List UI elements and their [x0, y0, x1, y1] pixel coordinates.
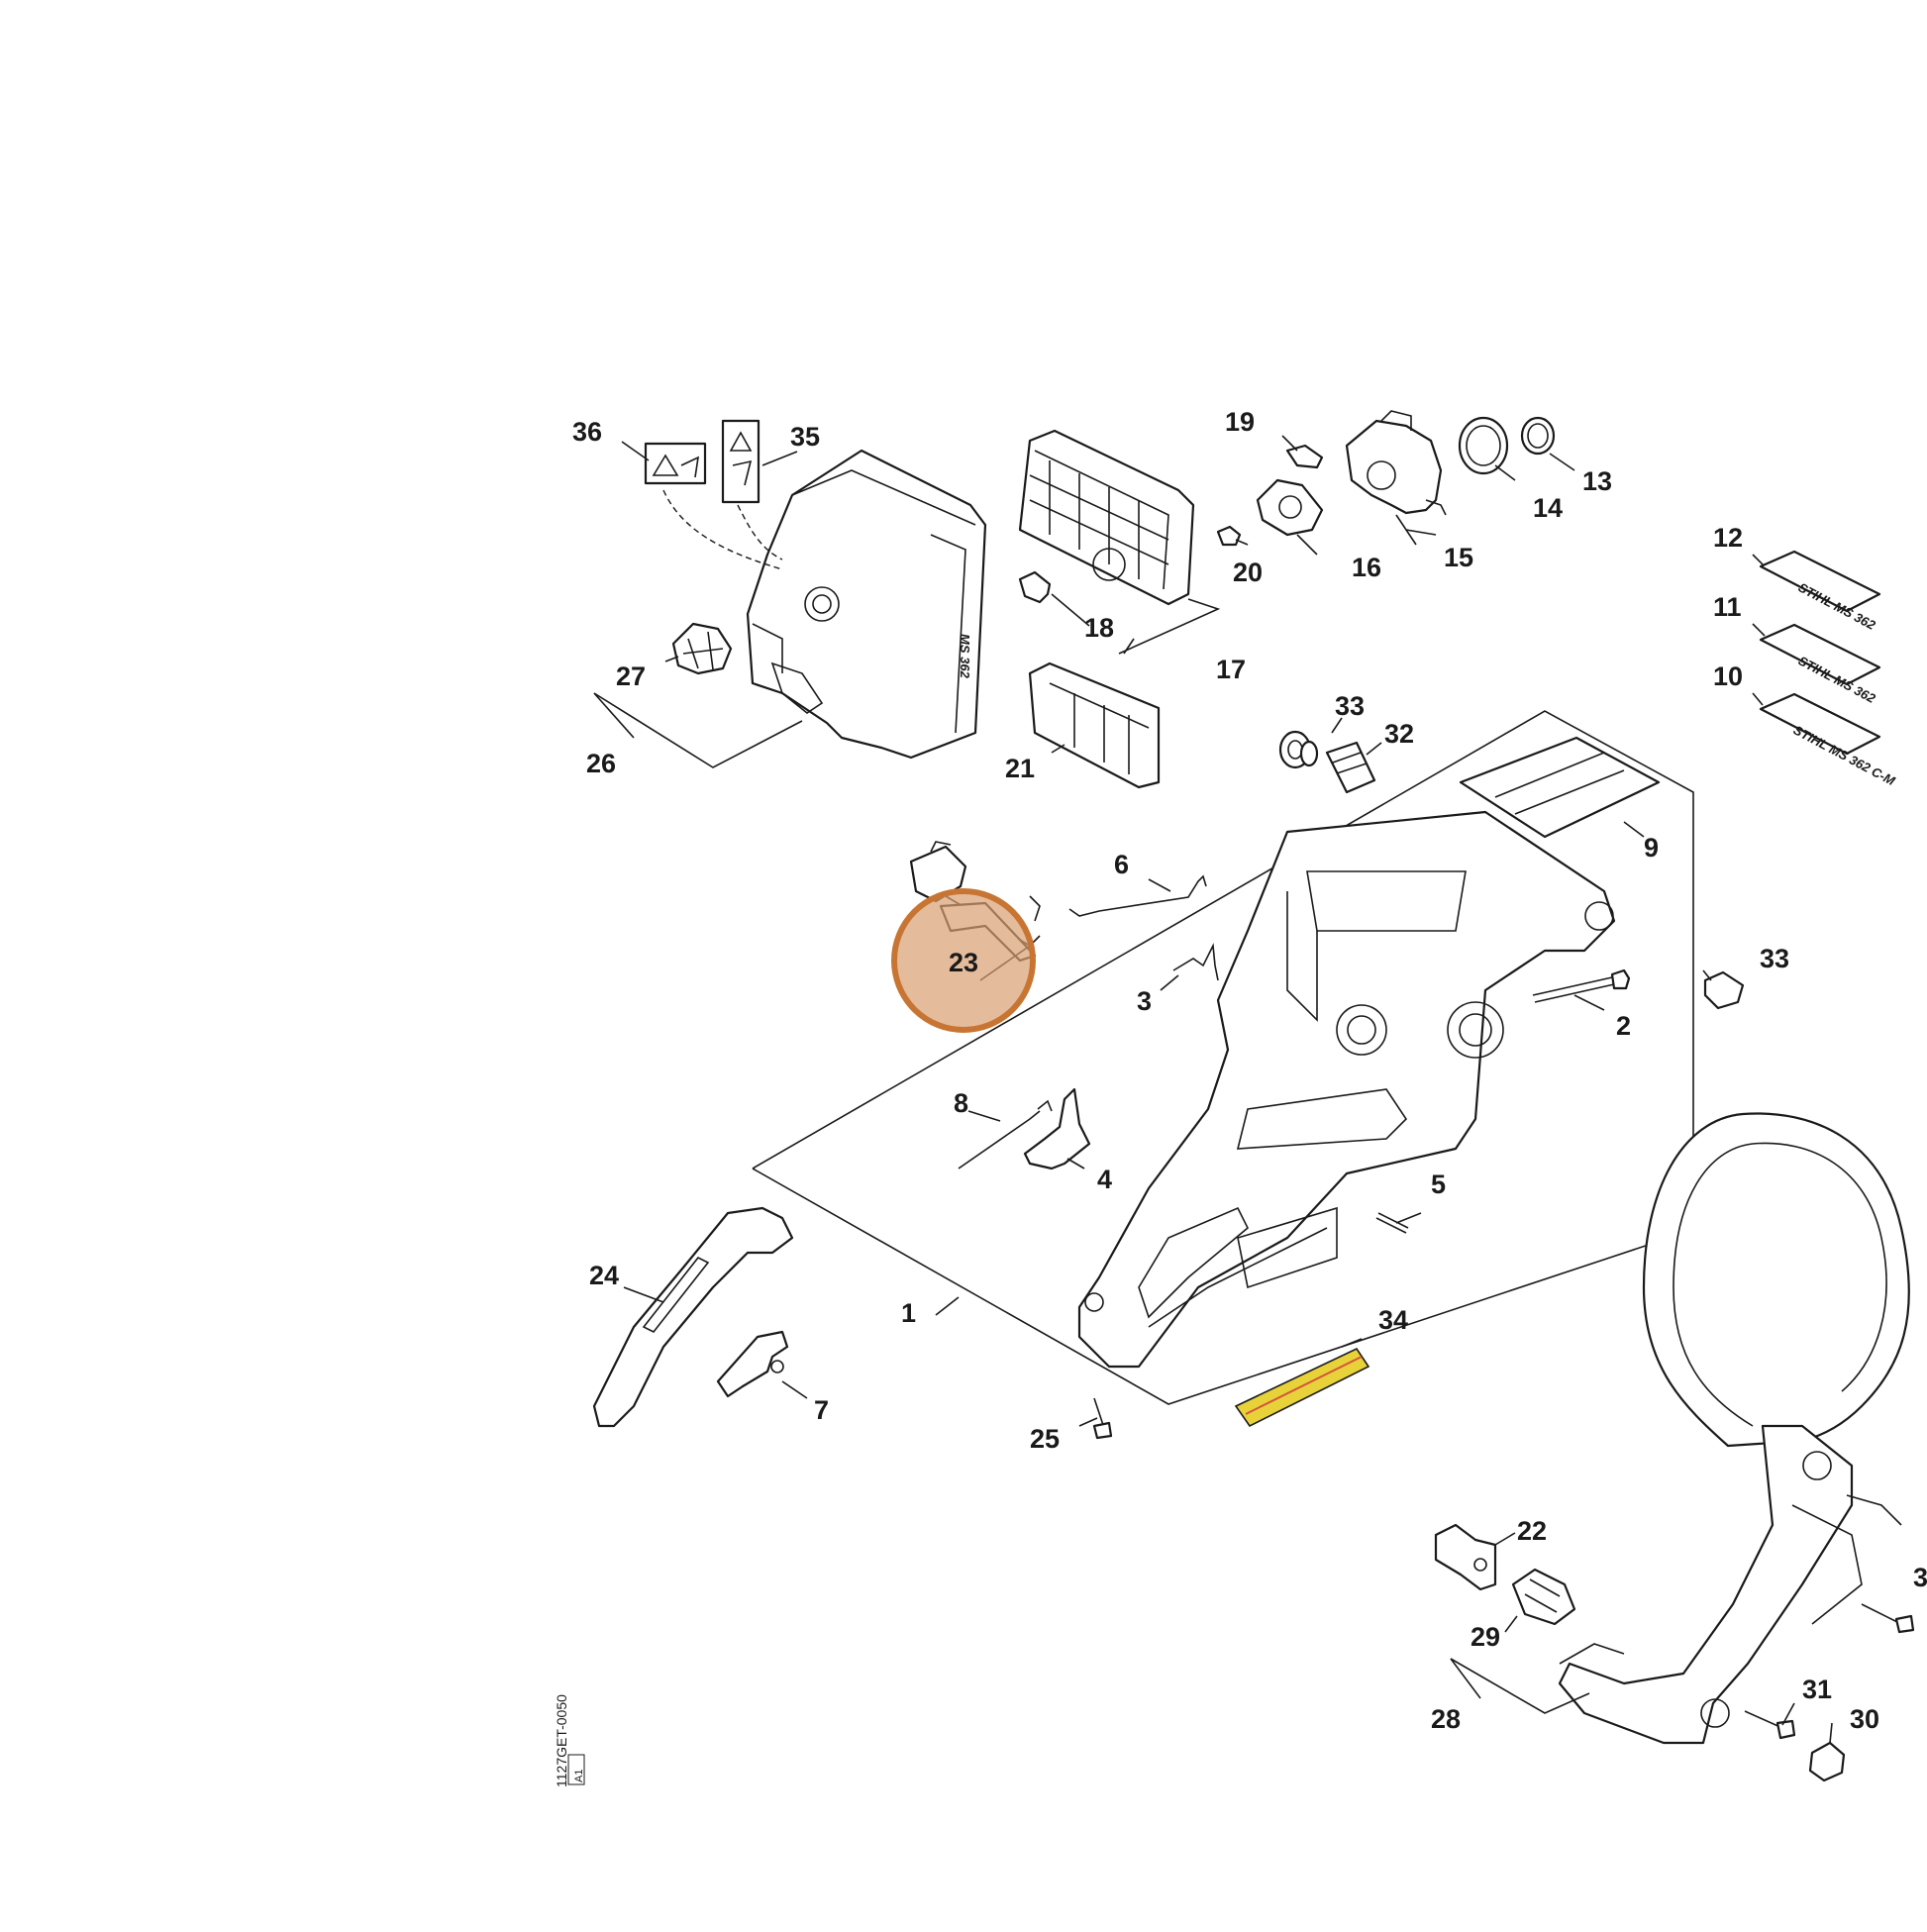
decal-set-9[interactable] — [1459, 736, 1661, 839]
nut-20-part[interactable] — [1216, 525, 1242, 547]
plug-33-top-part[interactable] — [1278, 730, 1319, 769]
callout-8[interactable]: 8 — [954, 1088, 968, 1118]
callout-11[interactable]: 11 — [1713, 592, 1742, 622]
leader-lines — [593, 435, 1833, 1744]
callout-21[interactable]: 21 — [1005, 754, 1035, 783]
screw-2-part[interactable] — [1532, 968, 1631, 1003]
handlebar-28-part[interactable] — [1558, 1112, 1910, 1745]
highlight-marker-23[interactable]: 23 — [891, 888, 1036, 1033]
callout-4[interactable]: 4 — [1097, 1165, 1112, 1194]
callout-labels: 1 2 3 4 5 6 7 8 9 10 11 12 13 14 15 16 1… — [572, 407, 1927, 1734]
callout-5[interactable]: 5 — [1431, 1169, 1446, 1199]
callout-9[interactable]: 9 — [1644, 833, 1659, 863]
svg-text:MS 362: MS 362 — [958, 634, 972, 679]
callout-3-edge[interactable]: 3 — [1913, 1563, 1927, 1592]
cover-knob-part[interactable] — [671, 622, 733, 675]
callout-35[interactable]: 35 — [790, 422, 820, 452]
plug-33-right-part[interactable] — [1703, 970, 1745, 1010]
callout-13[interactable]: 13 — [1582, 466, 1612, 496]
callout-17[interactable]: 17 — [1216, 655, 1246, 684]
housing-group-frame — [752, 710, 1694, 1405]
ring-13-part[interactable] — [1520, 416, 1556, 456]
warning-decal-35[interactable] — [721, 419, 761, 504]
spring-8-part[interactable] — [958, 1110, 1041, 1169]
callout-19[interactable]: 19 — [1225, 407, 1255, 437]
callout-33-right[interactable]: 33 — [1760, 944, 1789, 973]
callout-10[interactable]: 10 — [1713, 661, 1743, 691]
callout-32[interactable]: 32 — [1384, 719, 1414, 749]
housing-part[interactable] — [1077, 810, 1616, 1369]
callout-20[interactable]: 20 — [1233, 558, 1263, 587]
drawing-reference: 1127GET-0050 A1 — [554, 1694, 585, 1787]
callout-2[interactable]: 2 — [1616, 1011, 1631, 1041]
ring-14-part[interactable] — [1458, 416, 1509, 475]
gasket-19-part[interactable] — [1285, 444, 1324, 469]
gasket-16-part[interactable] — [1256, 478, 1324, 537]
warning-decal-36[interactable] — [644, 442, 707, 485]
model-decal-10[interactable]: STIHL MS 362 C-M — [1759, 692, 1898, 789]
decal-35-leader-dashed — [737, 504, 783, 560]
buffer-29-part[interactable] — [1511, 1568, 1576, 1626]
clip-3-part[interactable] — [1172, 943, 1219, 981]
filter-nut-part[interactable] — [1018, 570, 1052, 604]
callout-28[interactable]: 28 — [1431, 1704, 1461, 1734]
callout-25[interactable]: 25 — [1030, 1424, 1060, 1454]
reference-code-text: 1127GET-0050 — [554, 1694, 569, 1787]
pre-filter-part[interactable] — [1028, 661, 1161, 789]
reference-box-text: A1 — [573, 1770, 585, 1782]
callout-33-top[interactable]: 33 — [1335, 691, 1365, 721]
callout-1[interactable]: 1 — [901, 1298, 916, 1328]
spring-32-part[interactable] — [1325, 741, 1376, 794]
screw-31-part[interactable] — [1744, 1710, 1796, 1740]
callout-18[interactable]: 18 — [1084, 613, 1114, 643]
callout-15[interactable]: 15 — [1444, 543, 1473, 572]
air-filter-part[interactable] — [1018, 429, 1195, 606]
callout-22[interactable]: 22 — [1517, 1516, 1547, 1546]
callout-14[interactable]: 14 — [1533, 493, 1563, 523]
pin-5-part[interactable] — [1375, 1212, 1409, 1234]
callout-6[interactable]: 6 — [1114, 850, 1129, 879]
decal-36-leader-dashed — [662, 489, 783, 570]
callout-30[interactable]: 30 — [1850, 1704, 1879, 1734]
callout-36[interactable]: 36 — [572, 417, 602, 447]
spring-15-part[interactable] — [1395, 514, 1437, 536]
screw-25-part[interactable] — [1092, 1397, 1113, 1440]
rod-6-part[interactable] — [1068, 874, 1207, 917]
callout-16[interactable]: 16 — [1352, 553, 1381, 582]
callout-27[interactable]: 27 — [616, 661, 646, 691]
callout-12[interactable]: 12 — [1713, 523, 1743, 553]
callout-3[interactable]: 3 — [1137, 986, 1152, 1016]
carburetor-part[interactable] — [1345, 410, 1447, 516]
callout-31[interactable]: 31 — [1802, 1675, 1832, 1704]
bracket-7-part[interactable] — [716, 1330, 789, 1398]
callout-23-text: 23 — [949, 948, 978, 977]
callout-29[interactable]: 29 — [1471, 1622, 1500, 1652]
filter-cover-part[interactable]: MS 362 — [746, 449, 987, 760]
hand-guard-24-part[interactable] — [592, 1206, 794, 1428]
throttle-lever-4-part[interactable] — [1023, 1087, 1091, 1170]
model-decal-12[interactable]: STIHL MS 362 — [1759, 550, 1881, 633]
plug-30-part[interactable] — [1808, 1741, 1846, 1782]
warning-strip-34[interactable] — [1234, 1347, 1370, 1428]
callout-26[interactable]: 26 — [586, 749, 616, 778]
callout-7[interactable]: 7 — [814, 1395, 829, 1425]
plug-22-part[interactable] — [1434, 1523, 1497, 1591]
callout-34[interactable]: 34 — [1378, 1305, 1408, 1335]
model-decal-11[interactable]: STIHL MS 362 — [1759, 623, 1881, 706]
callout-24[interactable]: 24 — [589, 1261, 619, 1290]
screw-right-edge-part[interactable] — [1861, 1603, 1915, 1634]
